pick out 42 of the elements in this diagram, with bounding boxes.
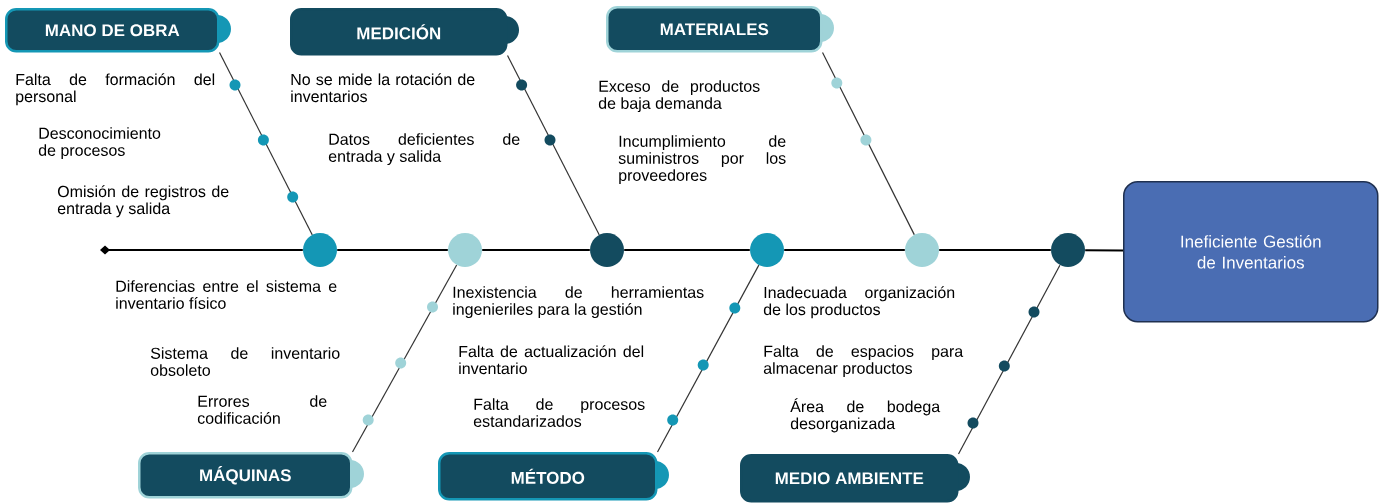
cause-text: Falta de procesos estandarizados [473,398,645,427]
category-box: MATERIALES [606,6,834,53]
cause-text: Incumplimiento de suministros por los proveedores [618,135,786,185]
junction-circle [750,233,784,267]
cause-text: Desconocimiento de procesos [38,127,161,160]
category-box: MEDICIÓN [290,8,519,56]
cause-text: Diferencias entre el sistema e inventario físico [116,280,337,309]
branch-line [218,51,313,236]
cause-text: Sistema de inventario obsoleto [150,347,340,376]
junction-circle [590,233,624,267]
category-box: MEDIO AMBIENTE [740,454,970,503]
branch-line [506,54,600,236]
branch-line [656,264,760,453]
cause-text: Falta de actualización del inventario [459,345,644,375]
category-box: MÉTODO [438,452,669,501]
cause-text: No se mide la rotación de inventarios [291,73,475,103]
spine-line [100,245,304,255]
branch-line [957,264,1061,455]
category-box: MANO DE OBRA [5,8,231,53]
junction-circle [448,233,482,267]
spine-line [336,249,449,251]
cause-text: Errores de codificación [197,395,327,424]
cause-text: Omisión de registros de entrada y salida [57,185,229,218]
cause-text: Inadecuada organización de los productos [763,286,955,319]
branch-line [351,264,458,453]
spine-line [481,249,591,251]
junction-circle [905,233,939,267]
branch-line [821,51,915,236]
cause-text: Área de bodega desorganizada [790,398,941,433]
junction-circle [1051,233,1085,267]
cause-text: Inexistencia de herramientas ingenieriles para la gestión [453,286,704,319]
spine-line [783,249,906,251]
cause-text: Falta de formación del personal [16,73,215,106]
cause-text: Falta de espacios para almacenar productos [763,345,964,378]
cause-text: Datos deficientes de entrada y salida [328,133,520,166]
junction-circle [303,233,337,267]
spine-line [1084,249,1124,252]
category-box: MÁQUINAS [138,452,364,499]
spine-line [938,249,1052,251]
effect-box: Ineficiente Gestión de Inventarios [1123,181,1379,323]
cause-text: Exceso de productos de baja demanda [598,80,760,113]
spine-line [623,249,751,251]
